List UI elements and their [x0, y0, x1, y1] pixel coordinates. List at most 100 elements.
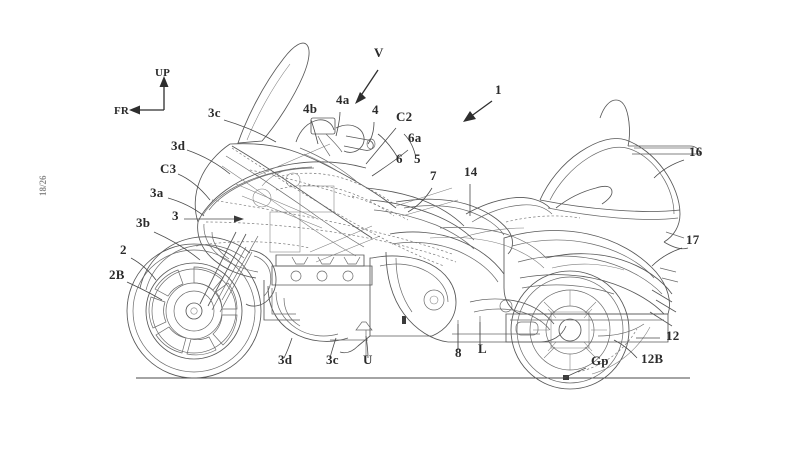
- fairing-side-panel-mid: [225, 155, 365, 248]
- leader-2: [130, 257, 157, 281]
- top-box-backrest: [555, 185, 613, 209]
- leader-4: [367, 121, 375, 145]
- top-box-spoiler: [599, 99, 630, 147]
- saddlebag-rear-fins: [649, 289, 677, 327]
- leader-3d: [186, 149, 231, 175]
- leader-7: [407, 187, 433, 213]
- leader-6: [377, 133, 399, 159]
- internal-round-b: [285, 172, 301, 188]
- tank-cover-lower: [369, 199, 475, 241]
- callout-1: 1: [495, 82, 502, 97]
- seat-rail: [439, 226, 547, 259]
- callout-3: 3: [172, 208, 179, 223]
- construction-g: [255, 143, 331, 177]
- side-cover-edge2: [395, 257, 413, 313]
- callout-16: 16: [689, 144, 703, 159]
- front-axle: [185, 302, 203, 320]
- construction-a: [231, 147, 445, 267]
- leader-lines: [126, 111, 685, 379]
- callout-4: 4: [372, 102, 379, 117]
- crankcase: [267, 285, 349, 342]
- top-box-inner-outline: [549, 146, 675, 215]
- front-brake-caliper: [245, 249, 277, 307]
- fr-arrow-head: [129, 105, 140, 115]
- front-tire-inner: [132, 249, 256, 373]
- construction-e: [351, 195, 409, 221]
- pillion-seat-inner: [471, 204, 553, 223]
- front-wheel-assembly: [126, 243, 262, 379]
- internal-structure-c: [261, 167, 297, 187]
- leader-5: [403, 133, 417, 159]
- machine-arrow-1: [463, 100, 493, 122]
- leader-3c-top: [223, 119, 277, 143]
- callout-4b: 4b: [303, 101, 317, 116]
- callout-Gp: Gp: [591, 353, 609, 368]
- side-cover-top: [389, 231, 505, 275]
- callout-3c-bot: 3c: [326, 352, 339, 367]
- leader-Gp: [563, 367, 587, 379]
- leader-3c-bot: [329, 337, 337, 359]
- leader-16: [653, 159, 685, 179]
- front-fork-right: [221, 235, 259, 301]
- construction-h: [395, 187, 459, 217]
- rear-axle: [558, 318, 582, 342]
- page-marker: 18/26: [38, 175, 48, 196]
- handlebar-lower-link2: [303, 153, 337, 171]
- ground-contact-marker: [563, 375, 569, 380]
- callout-C2: C2: [396, 109, 412, 124]
- tank-cover-top: [365, 187, 465, 227]
- callout-8: 8: [455, 345, 462, 360]
- rear-wheel-spokes: [533, 290, 607, 370]
- internal-box-b: [269, 211, 301, 253]
- callout-U: U: [363, 352, 373, 367]
- construction-i: [505, 215, 581, 223]
- fairing-upper-edge: [194, 143, 397, 223]
- rear-tire-inner: [516, 276, 624, 384]
- leader-17: [651, 247, 683, 267]
- rear-arc-12B: [577, 328, 638, 373]
- top-box-seam: [539, 199, 681, 212]
- callout-17: 17: [686, 232, 700, 247]
- engine-marker: [402, 316, 406, 324]
- front-fork-detail: [211, 246, 253, 313]
- exhaust-top: [469, 298, 555, 325]
- up-arrow-head: [159, 76, 169, 87]
- leader-3d-bot: [283, 337, 293, 359]
- transmission-inner: [379, 263, 449, 303]
- leader-C2: [365, 127, 397, 165]
- construction-c: [205, 221, 457, 263]
- rear-hub-detail: [550, 311, 590, 349]
- seat-and-tank: [365, 187, 553, 269]
- callout-6a: 6a: [408, 130, 422, 145]
- leader-3a: [167, 197, 205, 217]
- fairing-lower-lobe-inner: [203, 223, 259, 273]
- windscreen-inner-line: [246, 63, 291, 141]
- exhaust-bottom: [473, 308, 551, 331]
- top-box-seam2: [547, 207, 679, 220]
- callout-L: L: [478, 341, 487, 356]
- fairing-nose-inner2: [208, 167, 315, 211]
- leader-3b: [153, 231, 201, 261]
- v-arrow-head: [355, 92, 366, 104]
- front-fork-left: [199, 231, 247, 307]
- tank-cover-line3: [373, 209, 475, 250]
- front-mudguard: [139, 236, 251, 289]
- callout-2: 2: [120, 242, 127, 257]
- swingarm-pivot-center: [429, 295, 439, 305]
- one-arrow-head: [463, 111, 476, 122]
- internal-round-a: [252, 188, 272, 208]
- leader-2B: [126, 281, 163, 301]
- saddlebag-line2: [517, 255, 663, 295]
- v-arrow-line: [359, 69, 379, 98]
- callout-3b: 3b: [136, 215, 150, 230]
- callout-6: 6: [396, 151, 403, 166]
- rear-wheel-assembly: [510, 270, 651, 390]
- pillion-seat-outline: [465, 197, 551, 215]
- saddlebag-lower-panel: [505, 313, 669, 343]
- top-box-lower-tail: [663, 241, 689, 250]
- top-box-taillight: [665, 231, 685, 239]
- callout-12B: 12B: [641, 351, 663, 366]
- seat-outline: [395, 198, 513, 255]
- front-tire-outer: [126, 243, 262, 379]
- construction-lines: [195, 143, 581, 267]
